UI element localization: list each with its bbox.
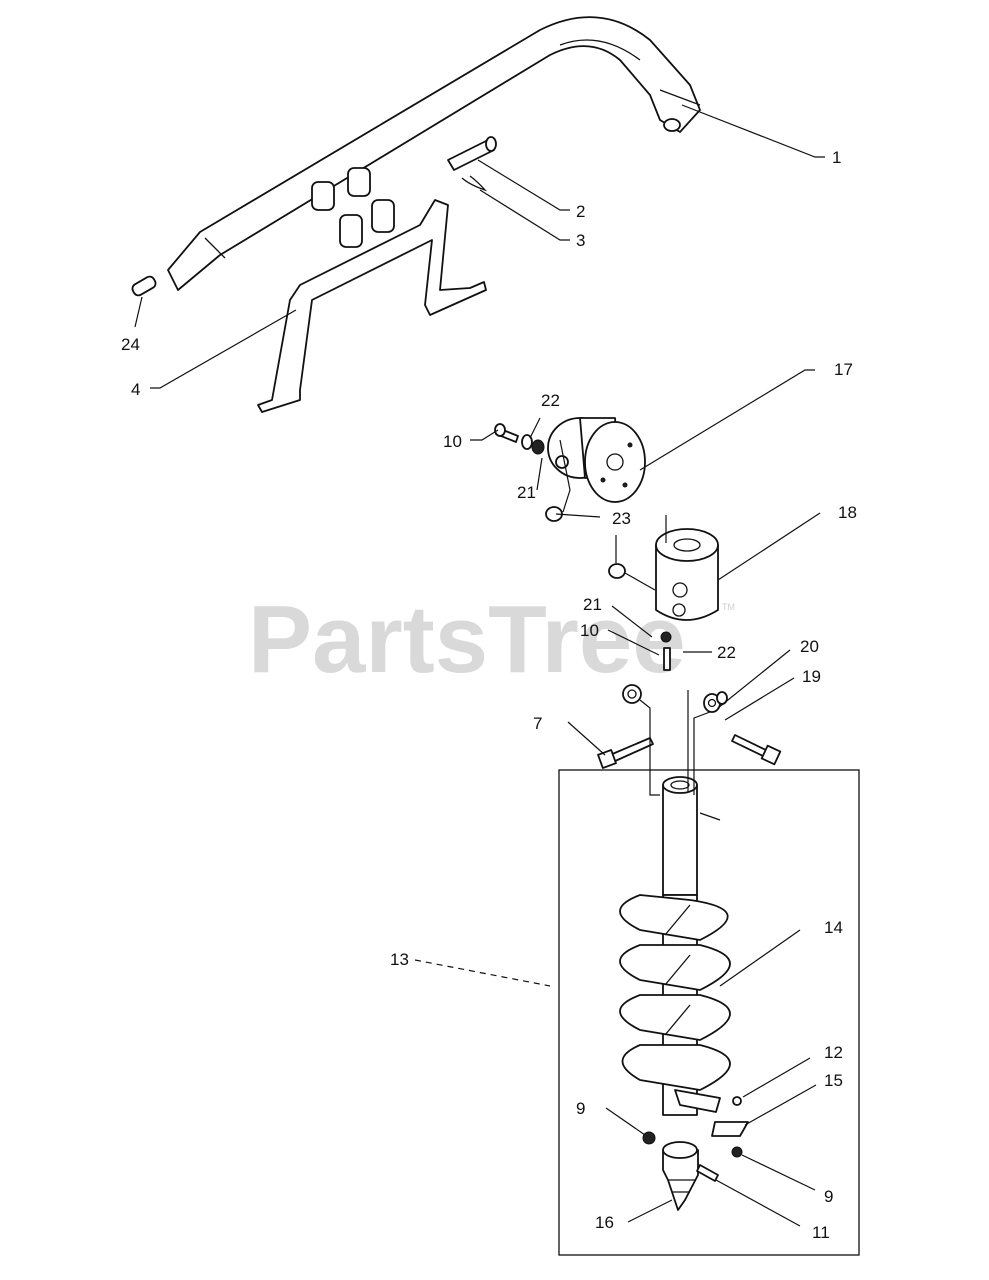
part-17-motor (547, 417, 646, 503)
callout-4: 4 (131, 380, 140, 399)
callout-18: 18 (838, 503, 857, 522)
callout-14: 14 (824, 918, 843, 937)
callout-9-right: 9 (824, 1187, 833, 1206)
callout-23: 23 (612, 509, 631, 528)
callout-12: 12 (824, 1043, 843, 1062)
part-23-key-lower (608, 563, 626, 579)
part-9-nut-right (731, 1146, 743, 1158)
part-9-nut-left (642, 1131, 656, 1145)
part-nut-left (622, 684, 642, 704)
part-4-mounting-bracket (257, 199, 487, 413)
part-13-auger-assembly-box (558, 769, 860, 1256)
part-2-clevis-pin (447, 136, 497, 171)
part-1-handle-frame (167, 16, 701, 291)
callout-labels: 1 2 3 24 4 17 22 10 21 23 18 21 10 22 20… (121, 148, 857, 1242)
part-7-bolt-right (731, 734, 782, 766)
callout-21-upper: 21 (517, 483, 536, 502)
callout-21-lower: 21 (583, 595, 602, 614)
callout-10-upper: 10 (443, 432, 462, 451)
leader-lines (134, 104, 825, 1227)
part-18-adapter (655, 528, 719, 621)
callout-17: 17 (834, 360, 853, 379)
part-19-lock-nut (716, 691, 728, 705)
part-16-pilot-bit (662, 1141, 699, 1211)
part-12-screw (732, 1096, 742, 1106)
watermark-trademark: TM (722, 602, 735, 612)
part-7-bolt-left (597, 737, 654, 769)
callout-2: 2 (576, 202, 585, 221)
part-10-bolt-upper (494, 423, 519, 443)
part-21-nut-lower (660, 631, 672, 643)
part-22-washer-upper (521, 434, 533, 450)
callout-20: 20 (800, 637, 819, 656)
callout-22-upper: 22 (541, 391, 560, 410)
callout-16: 16 (595, 1213, 614, 1232)
callout-10-lower: 10 (580, 621, 599, 640)
callout-1: 1 (832, 148, 841, 167)
part-15-tooth (711, 1121, 749, 1137)
callout-24: 24 (121, 335, 140, 354)
part-3-hair-pin (461, 175, 488, 192)
part-10-bolt-lower (663, 647, 671, 671)
callout-9-left: 9 (576, 1099, 585, 1118)
callout-19: 19 (802, 667, 821, 686)
callout-11: 11 (812, 1223, 830, 1242)
callout-7: 7 (533, 714, 542, 733)
part-14-auger (619, 776, 731, 1116)
callout-3: 3 (576, 231, 585, 250)
part-21-nut-upper (531, 439, 545, 455)
callout-15: 15 (824, 1071, 843, 1090)
watermark-text: PartsTree (248, 586, 686, 693)
part-24-pin (131, 275, 157, 297)
callout-22-lower: 22 (717, 643, 736, 662)
part-11-bolt (696, 1164, 719, 1182)
callout-13: 13 (390, 950, 409, 969)
